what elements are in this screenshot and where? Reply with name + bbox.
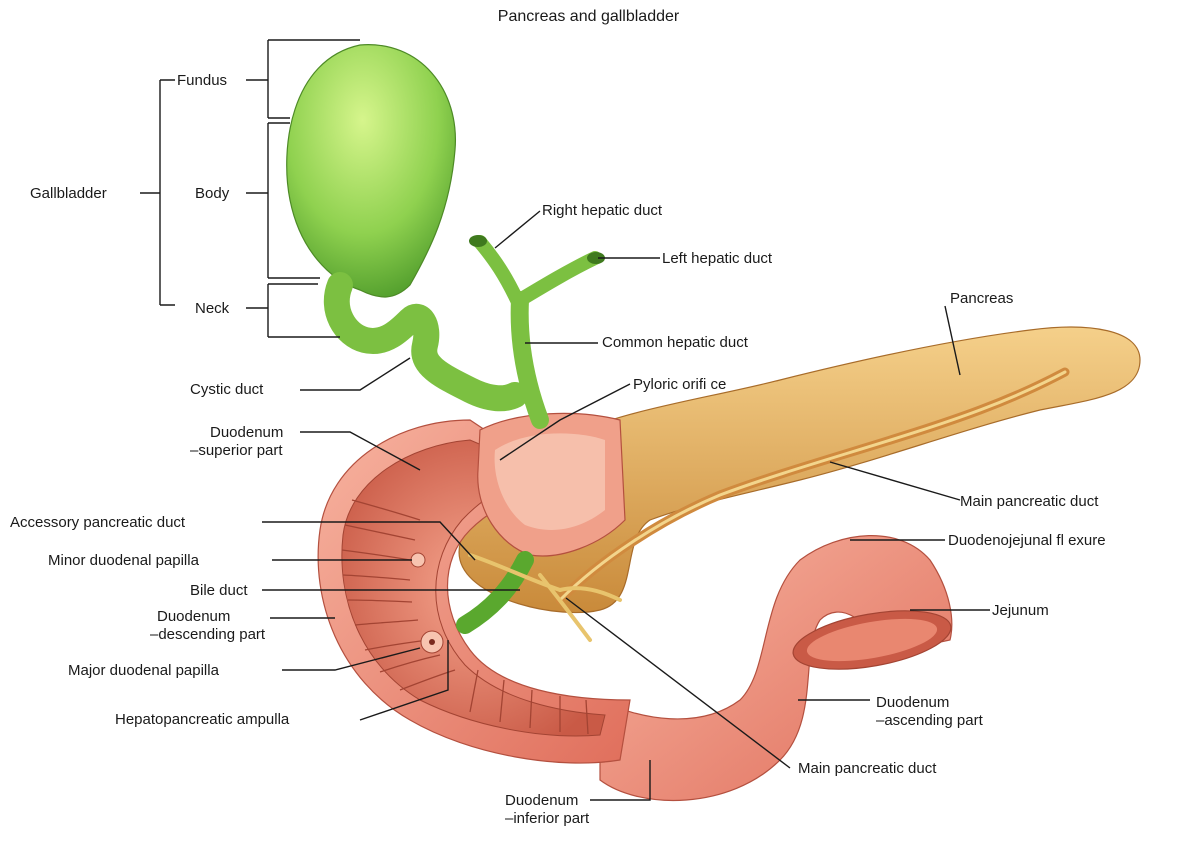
label-duodenum-superior-part: –superior part (190, 442, 283, 460)
label-cystic-duct: Cystic duct (190, 381, 263, 399)
label-common-hepatic-duct: Common hepatic duct (602, 334, 748, 352)
gallbladder-shape (287, 45, 456, 297)
label-body: Body (195, 185, 229, 203)
label-duodenojejunal-flexure: Duodenojejunal fl exure (948, 532, 1106, 550)
label-main-pancreatic-duct-top: Main pancreatic duct (960, 493, 1098, 511)
label-duodenum-descending: Duodenum (157, 608, 230, 626)
label-major-duodenal-papilla: Major duodenal papilla (68, 662, 219, 680)
label-minor-duodenal-papilla: Minor duodenal papilla (48, 552, 199, 570)
label-duodenum-inferior: Duodenum (505, 792, 578, 810)
label-pyloric-orifice: Pyloric orifi ce (633, 376, 726, 394)
label-duodenum-inferior-part: –inferior part (505, 810, 589, 828)
right-hepatic-duct-shape (480, 242, 517, 300)
label-hepatopancreatic-ampulla: Hepatopancreatic ampulla (115, 711, 289, 729)
label-accessory-pancreatic-duct: Accessory pancreatic duct (10, 514, 185, 532)
label-duodenum-ascending-part: –ascending part (876, 712, 983, 730)
label-main-pancreatic-duct-bottom: Main pancreatic duct (798, 760, 936, 778)
label-left-hepatic-duct: Left hepatic duct (662, 250, 772, 268)
label-fundus: Fundus (177, 72, 227, 90)
label-neck: Neck (195, 300, 229, 318)
label-duodenum-superior: Duodenum (210, 424, 283, 442)
diagram-title: Pancreas and gallbladder (0, 8, 1177, 26)
label-gallbladder: Gallbladder (30, 185, 107, 203)
label-bile-duct: Bile duct (190, 582, 248, 600)
minor-papilla-shape (411, 553, 425, 567)
label-jejunum: Jejunum (992, 602, 1049, 620)
label-duodenum-descending-part: –descending part (150, 626, 265, 644)
left-hepatic-duct-shape (520, 258, 595, 300)
label-duodenum-ascending: Duodenum (876, 694, 949, 712)
cystic-duct-shape (337, 285, 515, 398)
label-right-hepatic-duct: Right hepatic duct (542, 202, 662, 220)
label-pancreas: Pancreas (950, 290, 1013, 308)
